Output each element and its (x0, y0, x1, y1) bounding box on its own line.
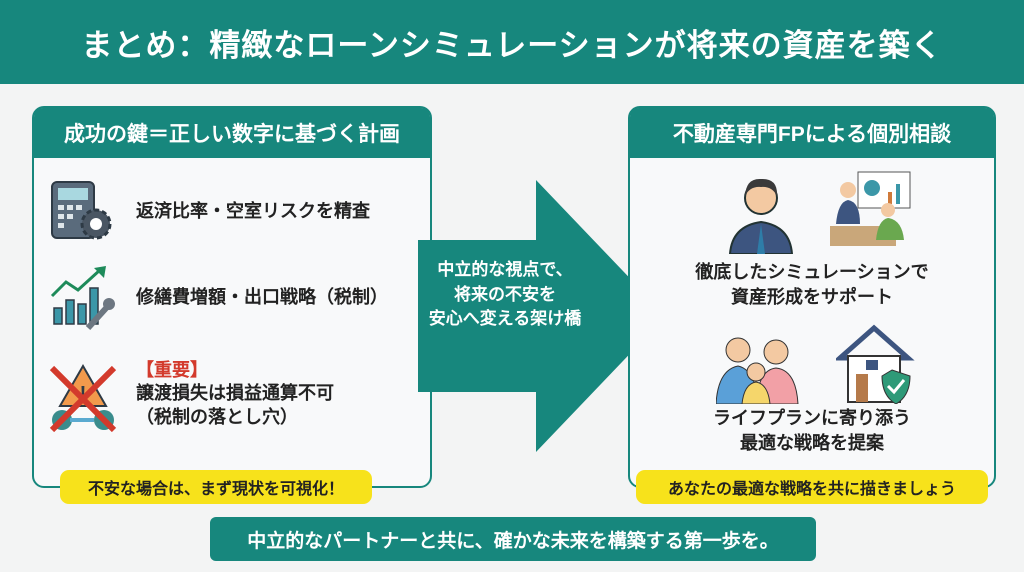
arrow-line: 将来の不安を (454, 284, 556, 304)
advisor-icon (728, 178, 794, 254)
arrow-line: 中立的な視点で、 (437, 260, 573, 279)
text-line: 資産形成をサポート (731, 287, 893, 308)
consultation-meeting-icon (830, 171, 911, 246)
item-text: 譲渡損失は損益通算不可 (136, 383, 334, 404)
simulation-support-text: 徹底したシミュレーションで 資産形成をサポート (630, 260, 994, 310)
fp-consultation-panel: 不動産専門FPによる個別相談 徹底したシミュレーションで 資産形成をサポート ラ… (628, 106, 996, 504)
calculator-gear-icon (51, 181, 112, 240)
life-plan-text: ライフプランに寄り添う 最適な戦略を提案 (630, 406, 994, 456)
panel-heading: 成功の鍵＝正しい数字に基づく計画 (34, 108, 430, 158)
list-item: 修繕費増額・出口戦略（税制） (48, 266, 388, 330)
item-text: 修繕費増額・出口戦略（税制） (136, 287, 388, 308)
list-item: 返済比率・空室リスクを精査 (48, 180, 370, 244)
bridge-arrow-icon (418, 180, 666, 452)
house-shield-icon (836, 324, 915, 404)
panel-heading: 不動産専門FPによる個別相談 (630, 108, 994, 158)
footer-message: 中立的なパートナーと共に、確かな未来を構築する第一歩を。 (210, 517, 816, 561)
success-key-panel: 成功の鍵＝正しい数字に基づく計画 返済比率・空室リスクを精査 修繕費増額・出口戦… (32, 106, 432, 504)
svg-text:!: ! (80, 383, 87, 405)
text-line: 徹底したシミュレーションで (695, 262, 929, 282)
chart-wrench-icon (50, 266, 115, 330)
family-icon (716, 337, 799, 404)
warning-cross-icon: ! (49, 363, 117, 432)
callout-visualize: 不安な場合は、まず現状を可視化！ (60, 470, 372, 504)
text-line: ライフプランに寄り添う (713, 408, 911, 428)
arrow-text: 中立的な視点で、 将来の不安を 安心へ変える架け橋 (420, 258, 590, 332)
item-text: 返済比率・空室リスクを精査 (136, 201, 370, 222)
arrow-line: 安心へ変える架け橋 (428, 309, 582, 329)
callout-strategy: あなたの最適な戦略を共に描きましょう (636, 470, 988, 504)
page-title: まとめ：精緻なローンシミュレーションが将来の資産を築く (0, 0, 1024, 84)
important-badge: 【重要】 (136, 359, 208, 380)
list-item: ! 【重要】 譲渡損失は損益通算不可 （税制の落とし穴） (48, 359, 334, 432)
item-subtext: （税制の落とし穴） (136, 406, 298, 427)
text-line: 最適な戦略を提案 (740, 433, 884, 454)
